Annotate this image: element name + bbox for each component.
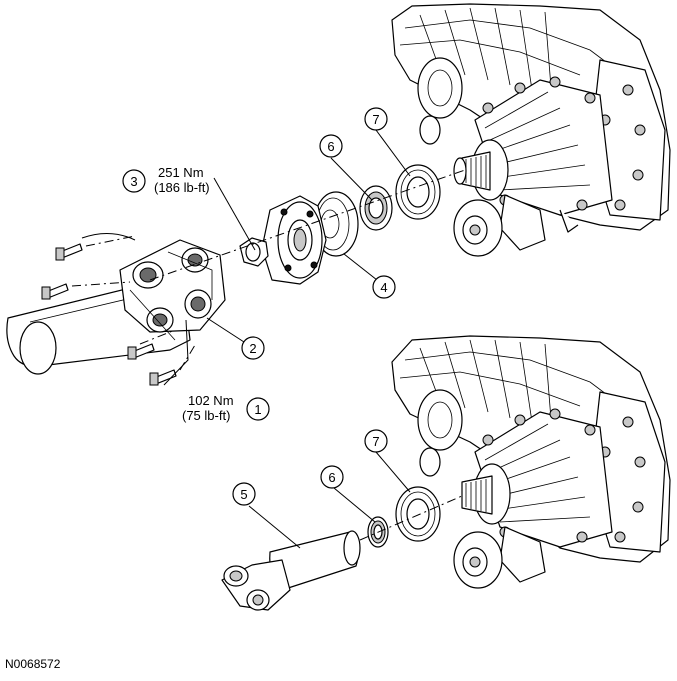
callout-1-torque: 102 Nm <box>188 393 234 408</box>
companion-flange <box>261 195 327 285</box>
callout-4-number: 4 <box>380 280 387 295</box>
callout-3-number: 3 <box>130 174 137 189</box>
callout-1-number: 1 <box>254 402 261 417</box>
callout-7-lower-marker <box>364 429 388 453</box>
callout-7-lower-number: 7 <box>372 434 379 449</box>
callout-6-lower-marker <box>320 465 344 489</box>
callout-6-marker <box>319 134 343 158</box>
callout-3-marker <box>122 169 146 193</box>
transfer-case-housing-lower <box>391 335 671 589</box>
callout-4-marker <box>372 275 396 299</box>
callout-5-number: 5 <box>240 487 247 502</box>
lower-assembly <box>221 335 671 611</box>
upper-assembly <box>6 3 671 386</box>
callouts: 3 251 Nm (186 lb-ft) 6 7 4 2 1 102 Nm (7… <box>122 107 411 549</box>
callout-6-number: 6 <box>327 139 334 154</box>
output-shaft-seal-lower <box>395 486 441 542</box>
callout-3-torque: 251 Nm <box>158 165 204 180</box>
callout-7-number: 7 <box>372 112 379 127</box>
callout-6-lower-number: 6 <box>328 470 335 485</box>
callout-3-torque-alt: (186 lb-ft) <box>154 180 210 195</box>
callout-7-marker <box>364 107 388 131</box>
flange-bolts <box>41 243 177 386</box>
callout-5-marker <box>232 482 256 506</box>
transfer-case-housing-upper <box>391 3 671 257</box>
slinger-washer-upper <box>359 185 393 231</box>
callout-2-marker <box>241 336 265 360</box>
slip-yoke <box>221 530 361 611</box>
alignment-centerline-upper <box>149 169 466 281</box>
driveshaft-u-joint <box>6 239 226 375</box>
callout-2-number: 2 <box>249 341 256 356</box>
callout-1-marker <box>246 397 270 421</box>
figure-id: N0068572 <box>5 657 61 671</box>
callout-1-torque-alt: (75 lb-ft) <box>182 408 230 423</box>
flange-nut <box>239 237 269 267</box>
